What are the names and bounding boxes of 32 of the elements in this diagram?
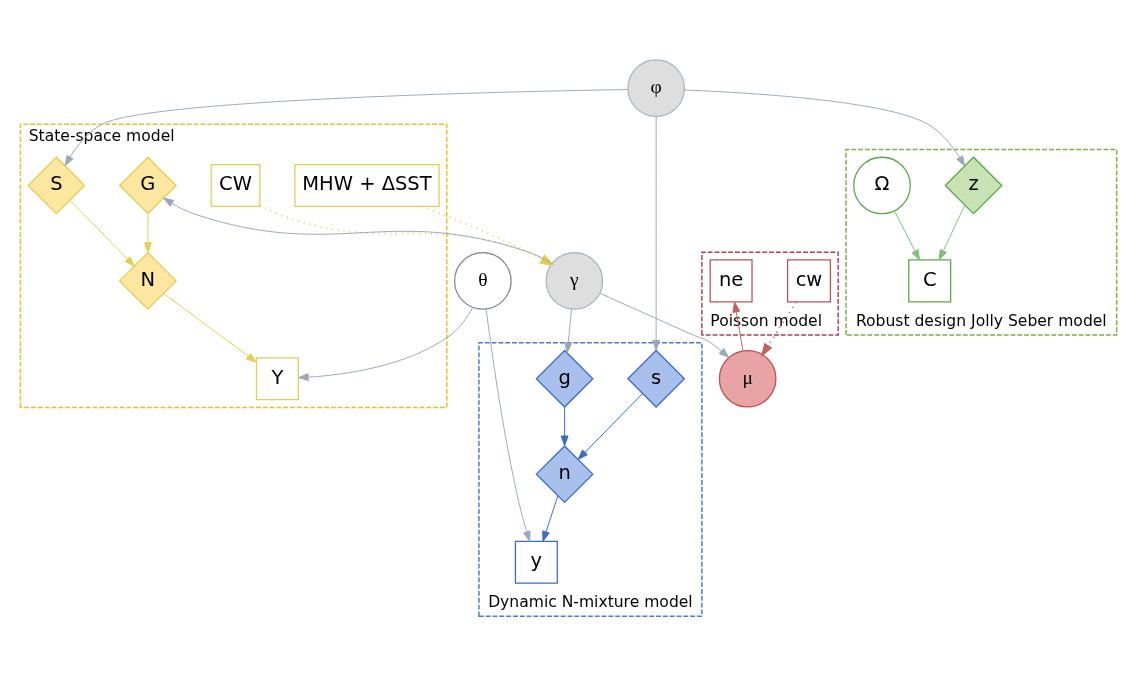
arrow [163, 293, 257, 363]
node-circle: Ω [853, 156, 911, 215]
arrow [938, 204, 966, 261]
node-box: ne [709, 259, 753, 303]
node-circle: θ [453, 252, 512, 310]
node-circle: γ [545, 252, 604, 310]
node-diamond: n [535, 445, 594, 504]
arrow [298, 306, 474, 381]
node-box: CW [210, 163, 261, 208]
node-diamond: g [535, 349, 594, 408]
arrow [560, 406, 569, 447]
node-box: Y [255, 357, 299, 401]
arrow [894, 210, 920, 261]
node-box: C [908, 259, 952, 303]
node-diamond: s [627, 349, 686, 408]
node-circle: φ [627, 59, 685, 117]
arrow [485, 308, 531, 542]
node-diamond: N [118, 251, 178, 311]
arrow [564, 308, 573, 354]
node-box: cw [786, 259, 832, 303]
arrow [69, 199, 135, 267]
arrow [144, 213, 152, 253]
arrow [732, 301, 744, 352]
arrow [761, 301, 797, 357]
node-box: y [514, 540, 558, 584]
arrow [542, 495, 559, 542]
arrow [652, 116, 660, 351]
arrow [64, 89, 629, 167]
arrow [599, 292, 730, 358]
arrow [683, 89, 966, 167]
arrow [577, 393, 644, 460]
node-box: MHW + ΔSST [294, 163, 440, 208]
